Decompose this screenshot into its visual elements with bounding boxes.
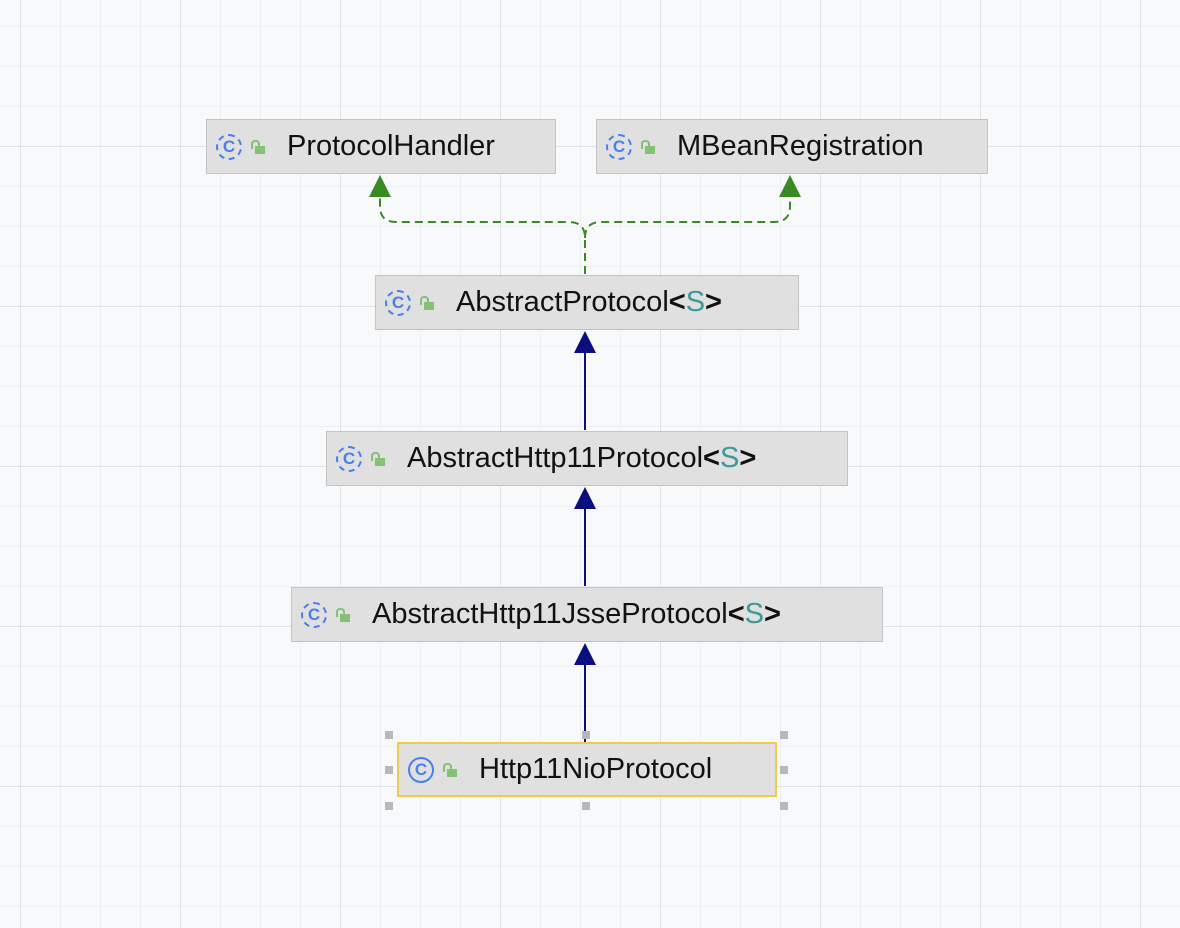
node-abstracthttp11protocol[interactable]: C AbstractHttp11Protocol<S> xyxy=(326,431,848,486)
resize-handle-w[interactable] xyxy=(385,766,393,774)
node-protocolhandler[interactable]: C ProtocolHandler xyxy=(206,119,556,174)
abstract-class-icon: C xyxy=(385,289,411,316)
resize-handle-sw[interactable] xyxy=(385,802,393,810)
abstract-class-icon: C xyxy=(336,445,362,472)
resize-handle-n[interactable] xyxy=(582,731,590,739)
resize-handle-ne[interactable] xyxy=(780,731,788,739)
node-label: AbstractHttp11JsseProtocol<S> xyxy=(372,598,781,630)
abstract-class-icon: C xyxy=(301,601,327,628)
public-lock-icon xyxy=(641,139,655,154)
node-label: AbstractProtocol<S> xyxy=(456,286,722,318)
interface-icon: C xyxy=(216,133,242,160)
arrowhead-protocolhandler xyxy=(369,175,391,197)
interface-icon: C xyxy=(606,133,632,160)
public-lock-icon xyxy=(420,295,434,310)
arrowhead-abstracthttp11jsseprotocol xyxy=(574,643,596,665)
implements-edge-mbeanregistration xyxy=(584,196,791,239)
node-label: MBeanRegistration xyxy=(677,130,924,162)
node-mbeanregistration[interactable]: C MBeanRegistration xyxy=(596,119,988,174)
public-lock-icon xyxy=(251,139,265,154)
resize-handle-e[interactable] xyxy=(780,766,788,774)
public-lock-icon xyxy=(336,607,350,622)
arrowhead-abstracthttp11protocol xyxy=(574,487,596,509)
resize-handle-s[interactable] xyxy=(582,802,590,810)
resize-handle-nw[interactable] xyxy=(385,731,393,739)
node-http11nioprotocol[interactable]: C Http11NioProtocol xyxy=(397,742,777,797)
public-lock-icon xyxy=(371,451,385,466)
arrowhead-abstractprotocol xyxy=(574,331,596,353)
node-label: ProtocolHandler xyxy=(287,130,495,162)
implements-edge-protocolhandler xyxy=(379,196,586,274)
class-icon: C xyxy=(408,756,434,783)
node-label: AbstractHttp11Protocol<S> xyxy=(407,442,757,474)
public-lock-icon xyxy=(443,762,457,777)
resize-handle-se[interactable] xyxy=(780,802,788,810)
arrowhead-mbeanregistration xyxy=(779,175,801,197)
node-abstracthttp11jsseprotocol[interactable]: C AbstractHttp11JsseProtocol<S> xyxy=(291,587,883,642)
node-abstractprotocol[interactable]: C AbstractProtocol<S> xyxy=(375,275,799,330)
node-label: Http11NioProtocol xyxy=(479,753,713,785)
